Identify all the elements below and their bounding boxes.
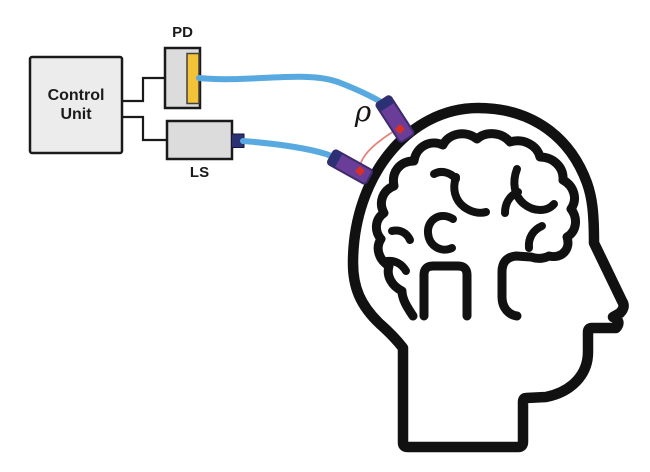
source-optode-ferrule: [327, 150, 342, 167]
brain-branch-center-right: [460, 203, 490, 217]
brain-branch-right-twig: [501, 188, 522, 217]
wire-control-to-pd: [122, 76, 164, 103]
brain-branch-lower-right: [524, 222, 546, 252]
control-unit-label-text: Control Unit: [47, 87, 105, 123]
pd-label: PD: [172, 24, 193, 41]
rho-symbol: ρ: [354, 95, 372, 128]
fiber-ls: [240, 138, 340, 162]
control-unit-box: [28, 55, 124, 155]
brain-branch-right: [510, 165, 558, 214]
brain-branch-center-twig: [430, 167, 460, 183]
brain-branch-left-lower: [383, 256, 410, 275]
source-optode: [326, 149, 374, 185]
detector-optode-ferrule: [376, 95, 394, 112]
wire-control-to-ls: [122, 115, 166, 142]
ls-box: [165, 119, 234, 161]
ls-label: LS: [189, 164, 210, 181]
brain-outline: [372, 129, 580, 321]
brain-branch-curl: [424, 212, 457, 254]
fiber-pd: [196, 73, 389, 108]
brain-branch-left-upper: [388, 226, 414, 244]
brain-branches: [383, 165, 558, 275]
detector-optode: [375, 95, 415, 143]
control-unit-label: Control Unit: [30, 57, 122, 153]
brain-stem-lines: [419, 261, 472, 321]
head-outline: [347, 102, 629, 453]
